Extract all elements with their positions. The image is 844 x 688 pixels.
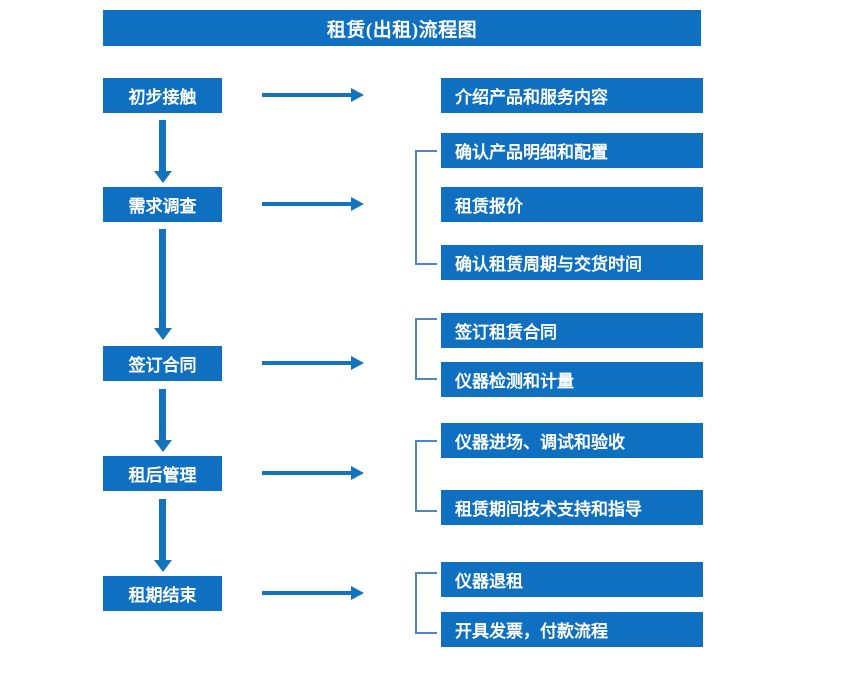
- right-arrow-icon-4: [262, 471, 352, 475]
- flowchart-title: 租赁(出租)流程图: [103, 10, 701, 46]
- down-arrow-icon-2: [159, 229, 166, 329]
- down-arrow-icon-1: [159, 120, 166, 172]
- group-bracket-icon-2: [415, 150, 437, 265]
- detail-box-8[interactable]: 租赁期间技术支持和指导: [441, 490, 703, 525]
- stage-box-4[interactable]: 租后管理: [103, 456, 222, 491]
- stage-box-1[interactable]: 初步接触: [103, 78, 222, 113]
- right-arrow-icon-2: [262, 202, 352, 206]
- down-arrow-icon-3: [159, 389, 166, 441]
- detail-box-1[interactable]: 介绍产品和服务内容: [441, 78, 703, 113]
- group-bracket-icon-4: [415, 440, 437, 512]
- down-arrow-icon-4: [159, 499, 166, 561]
- right-arrow-icon-1: [262, 93, 352, 97]
- detail-box-2[interactable]: 确认产品明细和配置: [441, 133, 703, 168]
- detail-box-4[interactable]: 确认租赁周期与交货时间: [441, 245, 703, 280]
- group-bracket-icon-3: [415, 318, 437, 380]
- detail-box-6[interactable]: 仪器检测和计量: [441, 362, 703, 397]
- group-bracket-icon-5: [415, 572, 437, 634]
- detail-box-9[interactable]: 仪器退租: [441, 562, 703, 597]
- stage-box-3[interactable]: 签订合同: [103, 346, 222, 381]
- detail-box-3[interactable]: 租赁报价: [441, 187, 703, 222]
- stage-box-2[interactable]: 需求调查: [103, 187, 222, 222]
- detail-box-10[interactable]: 开具发票，付款流程: [441, 612, 703, 647]
- right-arrow-icon-3: [262, 361, 352, 365]
- stage-box-5[interactable]: 租期结束: [103, 576, 222, 611]
- detail-box-5[interactable]: 签订租赁合同: [441, 313, 703, 348]
- detail-box-7[interactable]: 仪器进场、调试和验收: [441, 423, 703, 458]
- right-arrow-icon-5: [262, 591, 352, 595]
